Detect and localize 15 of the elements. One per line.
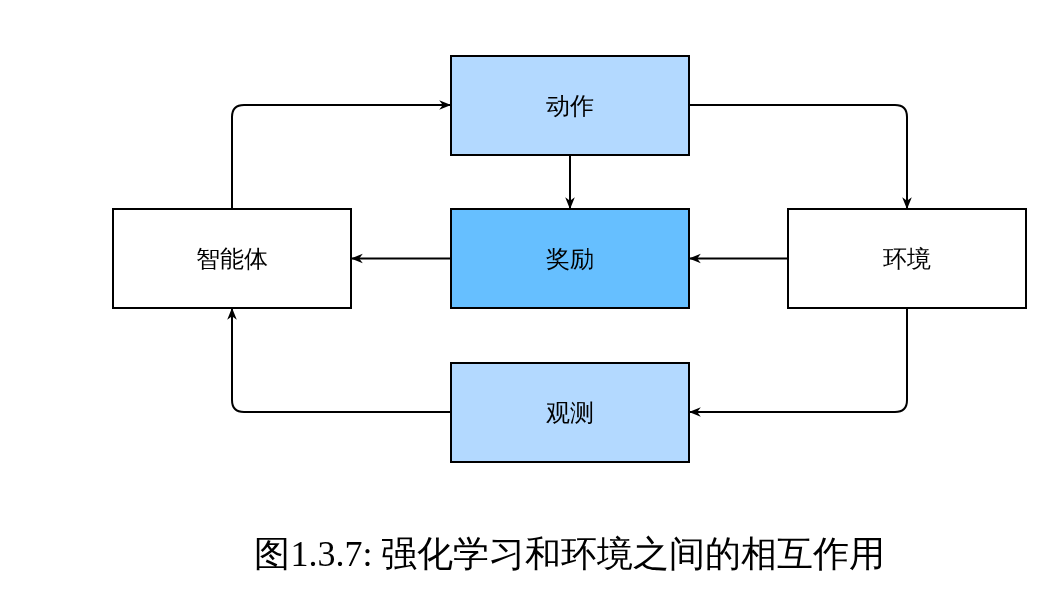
arrow [689, 104, 912, 210]
process-box [450, 208, 690, 309]
box-label: 环境 [883, 243, 931, 275]
arrow [231, 100, 452, 209]
figure-caption: 图1.3.7: 强化学习和环境之间的相互作用 [253, 533, 887, 576]
process-box [787, 208, 1027, 309]
box-label: 动作 [546, 90, 594, 122]
box-label: 智能体 [196, 243, 268, 275]
box-label: 观测 [546, 397, 594, 429]
process-box [112, 208, 352, 309]
box-label: 奖励 [546, 243, 594, 275]
arrow [227, 307, 451, 413]
arrow [565, 155, 575, 210]
process-box [450, 55, 690, 156]
process-box [450, 362, 690, 463]
